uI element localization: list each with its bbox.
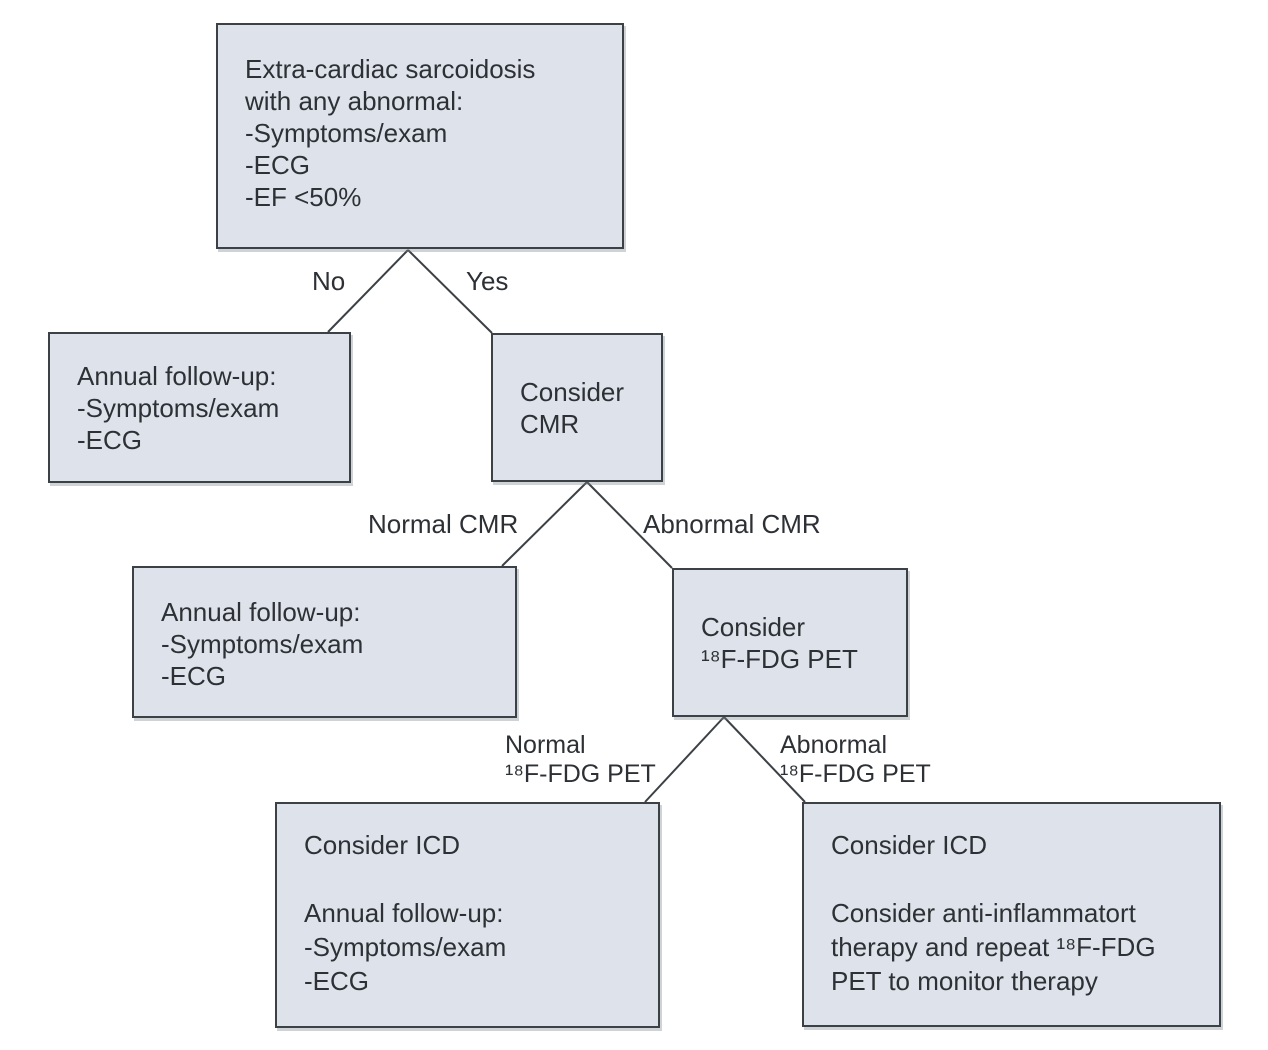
node-text-line xyxy=(304,862,648,896)
node-text-line: Consider anti-inflammatort xyxy=(831,898,1136,928)
node-text-line: -ECG xyxy=(245,150,310,180)
node-text-line: -Symptoms/exam xyxy=(245,118,448,148)
edge-label-normal-cmr: Normal CMR xyxy=(368,509,519,539)
node-text-line: Consider xyxy=(701,611,806,642)
node-text-line: -EF <50% xyxy=(245,182,362,212)
node-text-line: with any abnormal: xyxy=(245,86,464,116)
node-text-line: Annual follow-up: xyxy=(77,361,277,391)
edge-label-line: Abnormal xyxy=(780,731,887,759)
node-text-line: -ECG xyxy=(77,425,142,455)
node-text-line: ¹⁸F-FDG PET xyxy=(701,643,858,674)
node-consider-icd-normal-pet: Consider ICD Annual follow-up: -Symptoms… xyxy=(275,802,660,1028)
node-text-line: Annual follow-up: xyxy=(161,597,361,627)
node-extra-cardiac-sarcoidosis: Extra-cardiac sarcoidosis with any abnor… xyxy=(216,23,624,249)
edge-pet-normal xyxy=(644,716,725,803)
node-text-line: CMR xyxy=(520,408,580,439)
node-consider-icd-abnormal-pet: Consider ICD Consider anti-inflammatort … xyxy=(802,802,1221,1027)
node-text-line: Annual follow-up: xyxy=(304,898,504,928)
edge-label-line: ¹⁸F-FDG PET xyxy=(780,760,931,788)
node-text-line: -ECG xyxy=(304,966,369,996)
edge-root-yes xyxy=(407,249,493,334)
node-text-line: therapy and repeat ¹⁸F-FDG xyxy=(831,932,1156,962)
node-consider-cmr: Consider CMR xyxy=(491,333,663,482)
node-text-line: -Symptoms/exam xyxy=(77,393,280,423)
node-text-line: -ECG xyxy=(161,661,226,691)
node-annual-followup-no: Annual follow-up: -Symptoms/exam -ECG xyxy=(48,332,351,483)
edge-cmr-normal xyxy=(501,481,588,567)
node-text-line: -Symptoms/exam xyxy=(304,932,507,962)
node-text-line: Consider xyxy=(520,376,625,407)
edge-label-abnormal-cmr: Abnormal CMR xyxy=(643,509,821,539)
edge-label-normal-pet: Normal ¹⁸F-FDG PET xyxy=(505,731,656,789)
edge-label-no: No xyxy=(312,266,346,296)
node-text-line: Consider ICD xyxy=(304,830,461,860)
edge-pet-abnormal xyxy=(723,716,806,803)
node-text-line: Extra-cardiac sarcoidosis xyxy=(245,54,536,84)
edge-label-line: Normal xyxy=(505,731,586,759)
node-text-line: Consider ICD xyxy=(831,830,988,860)
edge-cmr-abnormal xyxy=(586,481,673,569)
node-text-line: -Symptoms/exam xyxy=(161,629,364,659)
node-text-line: PET to monitor therapy xyxy=(831,966,1098,996)
node-text-line xyxy=(831,862,1209,896)
edge-label-yes: Yes xyxy=(466,266,509,296)
node-consider-fdg-pet: Consider ¹⁸F-FDG PET xyxy=(672,568,908,717)
edge-root-no xyxy=(327,249,409,333)
edge-label-line: ¹⁸F-FDG PET xyxy=(505,760,656,788)
edge-label-abnormal-pet: Abnormal ¹⁸F-FDG PET xyxy=(780,731,931,789)
node-annual-followup-normal-cmr: Annual follow-up: -Symptoms/exam -ECG xyxy=(132,566,517,718)
